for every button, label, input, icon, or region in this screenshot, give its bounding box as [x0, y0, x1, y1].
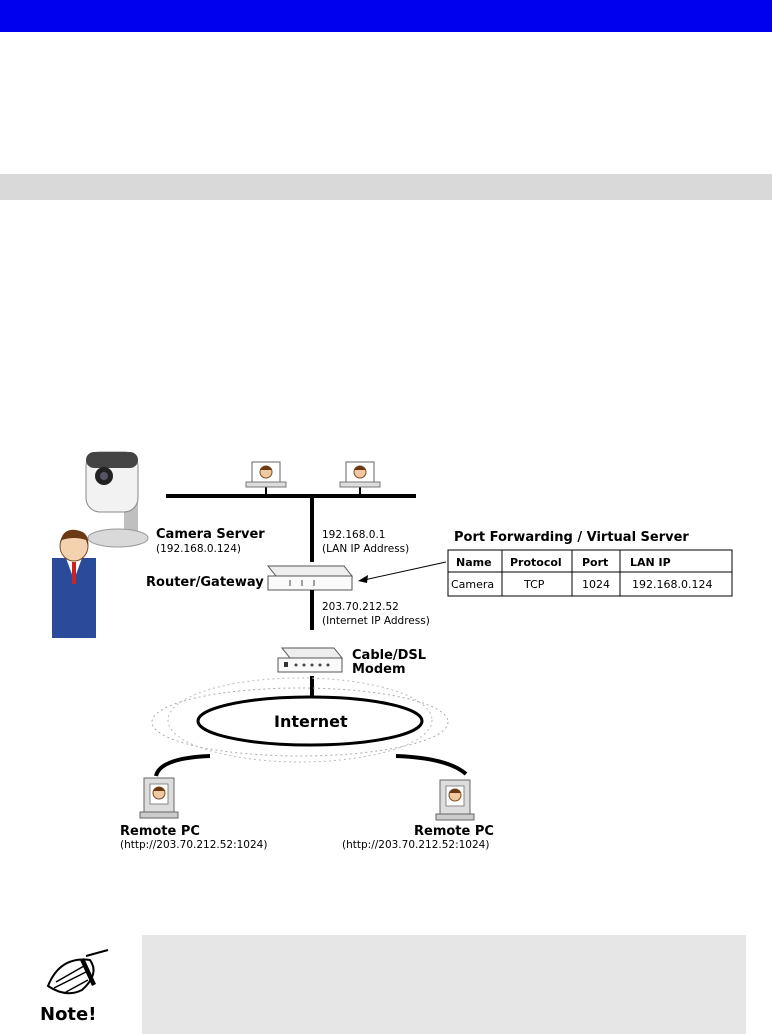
note-label: Note! [40, 1004, 96, 1025]
table-cell-protocol: TCP [523, 578, 545, 591]
section-bar [0, 174, 772, 200]
table-header-port: Port [582, 556, 608, 569]
port-forwarding-title: Port Forwarding / Virtual Server [454, 530, 689, 545]
lan-ip: 192.168.0.1 [322, 529, 385, 541]
remote-pc-icon [139, 777, 179, 819]
modem-label-2: Modem [352, 662, 406, 677]
internet-cloud-icon [151, 677, 449, 763]
note-box [142, 935, 746, 1034]
table-header-lan-ip: LAN IP [630, 556, 671, 569]
lan-pc-icon [245, 461, 287, 488]
network-diagram: Camera Server (192.168.0.124) 192.168.0.… [52, 451, 733, 851]
camera-icon [85, 451, 149, 548]
table-cell-port: 1024 [582, 578, 610, 591]
note-icon: Note! [40, 949, 109, 1025]
camera-server-ip: (192.168.0.124) [156, 543, 241, 555]
remote-pc-url-left: (http://203.70.212.52:1024) [120, 839, 267, 851]
lan-ip-label: (LAN IP Address) [322, 543, 409, 555]
modem-label-1: Cable/DSL [352, 648, 426, 663]
modem-icon [277, 647, 344, 673]
table-cell-name: Camera [451, 578, 494, 591]
remote-pc-url-right: (http://203.70.212.52:1024) [342, 839, 489, 851]
table-cell-lan-ip: 192.168.0.124 [632, 578, 712, 591]
arrow-icon [358, 575, 368, 583]
header-bar [0, 0, 772, 32]
wan-ip-label: (Internet IP Address) [322, 615, 430, 627]
wan-ip: 203.70.212.52 [322, 601, 399, 613]
person-icon [52, 529, 96, 638]
remote-pc-label-right: Remote PC [414, 824, 494, 839]
internet-label: Internet [274, 712, 348, 731]
lan-pc-icon [339, 461, 381, 488]
router-label: Router/Gateway [146, 575, 264, 590]
router-icon [266, 565, 354, 591]
camera-server-title: Camera Server [156, 527, 265, 542]
table-header-name: Name [456, 556, 492, 569]
remote-pc-icon [435, 779, 475, 821]
table-header-protocol: Protocol [510, 556, 562, 569]
port-forwarding-table [447, 549, 733, 597]
remote-pc-label-left: Remote PC [120, 824, 200, 839]
